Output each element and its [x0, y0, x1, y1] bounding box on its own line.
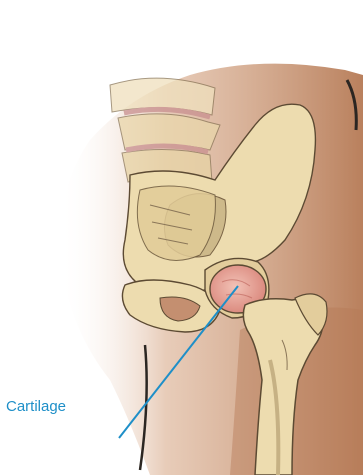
vertebrae — [110, 78, 220, 182]
sacrum — [137, 186, 215, 260]
cartilage-label: Cartilage — [6, 398, 66, 416]
